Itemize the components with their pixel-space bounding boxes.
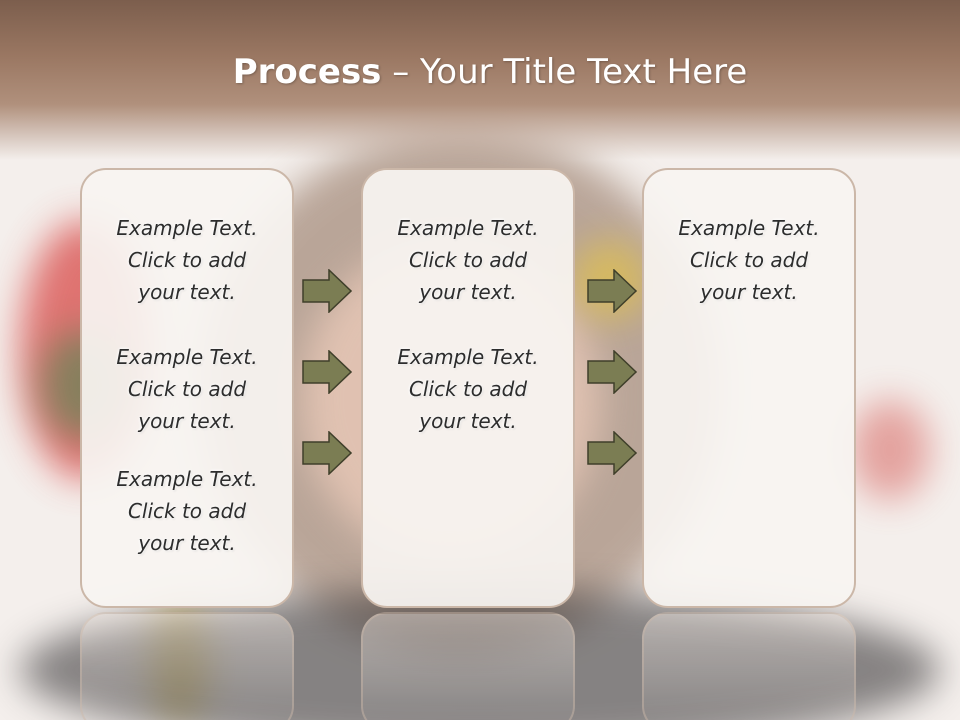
right-arrow-icon <box>587 269 637 313</box>
text-block[interactable]: Example Text. Click to add your text. <box>82 463 292 559</box>
text-line: Example Text. <box>116 467 258 491</box>
text-line: Click to add <box>408 248 528 272</box>
panel-reflection <box>642 612 856 720</box>
text-line: Example Text. <box>397 216 539 240</box>
text-line: your text. <box>138 280 236 304</box>
text-line: Click to add <box>689 248 809 272</box>
panel-reflection <box>80 612 294 720</box>
text-line: your text. <box>419 409 517 433</box>
text-block[interactable]: Example Text. Click to add your text. <box>363 341 573 437</box>
slide-title[interactable]: Process – Your Title Text Here <box>0 52 960 92</box>
process-box-3[interactable]: Example Text. Click to add your text. <box>642 168 856 608</box>
text-block[interactable]: Example Text. Click to add your text. <box>82 341 292 437</box>
text-line: your text. <box>138 409 236 433</box>
right-arrow-icon <box>587 350 637 394</box>
text-line: Click to add <box>127 377 247 401</box>
process-box-2[interactable]: Example Text. Click to add your text. Ex… <box>361 168 575 608</box>
text-line: Example Text. <box>397 345 539 369</box>
text-block[interactable]: Example Text. Click to add your text. <box>82 212 292 308</box>
text-block[interactable]: Example Text. Click to add your text. <box>363 212 573 308</box>
text-line: Click to add <box>408 377 528 401</box>
panel-reflection <box>361 612 575 720</box>
text-line: Click to add <box>127 499 247 523</box>
text-line: Example Text. <box>116 345 258 369</box>
right-arrow-icon <box>302 350 352 394</box>
title-bold: Process <box>232 52 382 92</box>
text-line: your text. <box>138 531 236 555</box>
text-line: your text. <box>700 280 798 304</box>
title-rest: – Your Title Text Here <box>381 52 748 92</box>
process-box-1[interactable]: Example Text. Click to add your text. Ex… <box>80 168 294 608</box>
text-block[interactable]: Example Text. Click to add your text. <box>644 212 854 308</box>
right-arrow-icon <box>587 431 637 475</box>
right-arrow-icon <box>302 269 352 313</box>
right-arrow-icon <box>302 431 352 475</box>
text-line: Example Text. <box>116 216 258 240</box>
text-line: Example Text. <box>678 216 820 240</box>
text-line: Click to add <box>127 248 247 272</box>
text-line: your text. <box>419 280 517 304</box>
title-band <box>0 0 960 160</box>
